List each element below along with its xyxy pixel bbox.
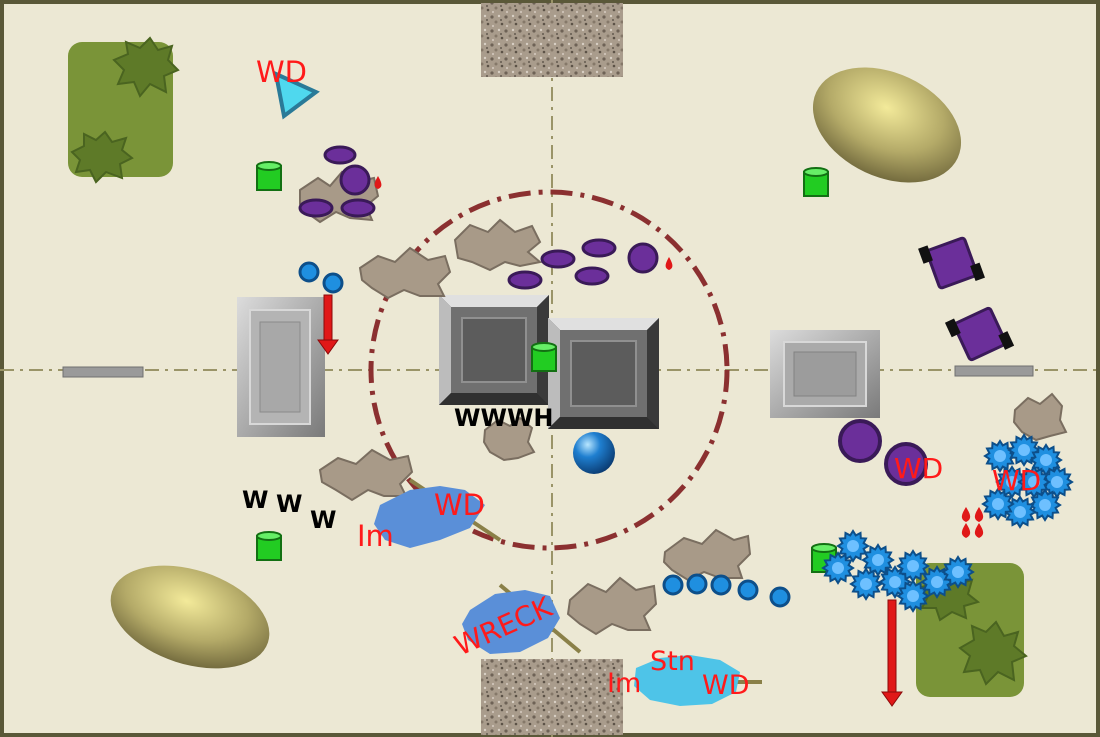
purple-squad-center[interactable] (507, 238, 659, 290)
blood-drop-icon (961, 523, 971, 538)
blue-swarm-unit-core (1039, 499, 1051, 511)
blue-unit (298, 261, 320, 283)
blue-unit (662, 574, 684, 596)
wreck-center[interactable] (462, 583, 582, 654)
blue-swarm-unit-core (1028, 476, 1040, 488)
rubble-1 (453, 218, 543, 272)
bunker-center-left[interactable] (439, 295, 549, 405)
blue-swarm-unit-core (860, 578, 872, 590)
bunker-right[interactable] (770, 330, 880, 418)
purple-squad-top-left[interactable] (298, 145, 376, 218)
wreck-left[interactable] (374, 478, 502, 548)
blood-drop-icon (974, 523, 984, 538)
gravel-patch-bottom (481, 659, 623, 735)
w-token-left-2: W (276, 490, 302, 518)
purple-unit (323, 145, 357, 165)
purple-unit (574, 266, 610, 286)
rubble-group (299, 170, 1068, 636)
w-token-left-3: W (310, 506, 336, 534)
blood-drop-icon (974, 507, 984, 522)
blue-swarm-unit-core (994, 450, 1006, 462)
rubble-7 (566, 576, 658, 636)
blood-drop-icon (961, 507, 971, 522)
blue-swarm-right[interactable] (981, 433, 1074, 529)
wd-token-right-purple: WD (894, 452, 943, 485)
blue-unit (322, 272, 344, 294)
wreck-bottom-cyan[interactable] (634, 655, 762, 706)
purple-unit (298, 198, 334, 218)
purple-vehicle-2[interactable] (944, 300, 1015, 368)
purple-unit (581, 238, 617, 258)
blue-swarm-unit-core (907, 590, 919, 602)
boulder-top-right[interactable] (794, 45, 979, 205)
blue-swarm-unit-core (931, 576, 943, 588)
purple-large-unit[interactable] (884, 442, 928, 486)
bunker-left[interactable] (237, 297, 325, 437)
red-down-arrow-icon (881, 599, 903, 707)
blue-swarm-unit-core (1018, 444, 1030, 456)
wd-token-right-blue: WD (992, 464, 1041, 497)
objective-marker-4[interactable] (256, 531, 282, 561)
cyan-triangle-marker[interactable] (273, 70, 320, 120)
purple-large-unit[interactable] (838, 419, 882, 463)
blue-swarm-unit-core (1051, 476, 1063, 488)
barricade-right[interactable] (954, 365, 1034, 377)
blue-squad-left[interactable] (298, 261, 344, 294)
blue-sphere-marker[interactable] (573, 432, 615, 474)
blood-drop-icon (374, 176, 382, 189)
red-down-arrow-icon (317, 294, 339, 355)
purple-unit (507, 270, 543, 290)
blue-swarm-unit-core (907, 560, 919, 572)
rubble-4 (318, 448, 414, 502)
blue-unit (769, 586, 791, 608)
blood-drops-right (961, 507, 984, 538)
blue-swarm-unit-core (847, 540, 859, 552)
blue-swarm-unit-core (832, 562, 844, 574)
blue-swarm-unit-core (1014, 506, 1026, 518)
blue-swarm-unit-core (872, 554, 884, 566)
purple-unit (340, 198, 376, 218)
blue-unit (710, 574, 732, 596)
blue-swarm-unit-core (952, 566, 964, 578)
blue-swarm-unit-core (889, 576, 901, 588)
wd-token-left-wreck: WD (434, 488, 485, 522)
purple-leader (339, 164, 371, 196)
wd-token-bottom: WD (702, 670, 750, 701)
objective-marker-3[interactable] (531, 342, 557, 372)
blue-swarm-unit-core (1006, 476, 1018, 488)
boulder-bottom-left[interactable] (97, 547, 282, 687)
bunker-center-right[interactable] (548, 318, 659, 429)
rubble-6 (662, 528, 752, 582)
blue-unit (737, 579, 759, 601)
wwwh-token-center: WWWH (454, 404, 554, 432)
gravel-patch-top (481, 3, 623, 77)
forest-top-left[interactable] (68, 36, 180, 184)
wd-token-top-left: WD (256, 55, 307, 89)
blood-drop-icon (665, 257, 673, 270)
purple-leader (627, 242, 659, 274)
purple-vehicle-1[interactable] (918, 231, 985, 296)
objective-circle (368, 189, 730, 551)
rubble-5 (482, 416, 536, 462)
rubble-8 (1012, 392, 1068, 442)
rubble-2 (358, 246, 452, 300)
purple-unit (540, 249, 576, 269)
blue-swarm-unit-core (992, 498, 1004, 510)
im-token-left: Im (357, 519, 394, 553)
barricade-left[interactable] (62, 366, 144, 378)
blue-swarm-unit-core (1040, 454, 1052, 466)
stn-token-bottom: Stn (650, 646, 695, 677)
objective-marker-1[interactable] (256, 161, 282, 191)
blue-squad-bottom[interactable] (662, 573, 791, 608)
im-token-bottom: Im (607, 668, 641, 699)
blue-unit (686, 573, 708, 595)
blue-swarm-bottom-right[interactable] (821, 529, 975, 613)
objective-marker-2[interactable] (803, 167, 829, 197)
w-token-left-1: W (242, 486, 268, 514)
